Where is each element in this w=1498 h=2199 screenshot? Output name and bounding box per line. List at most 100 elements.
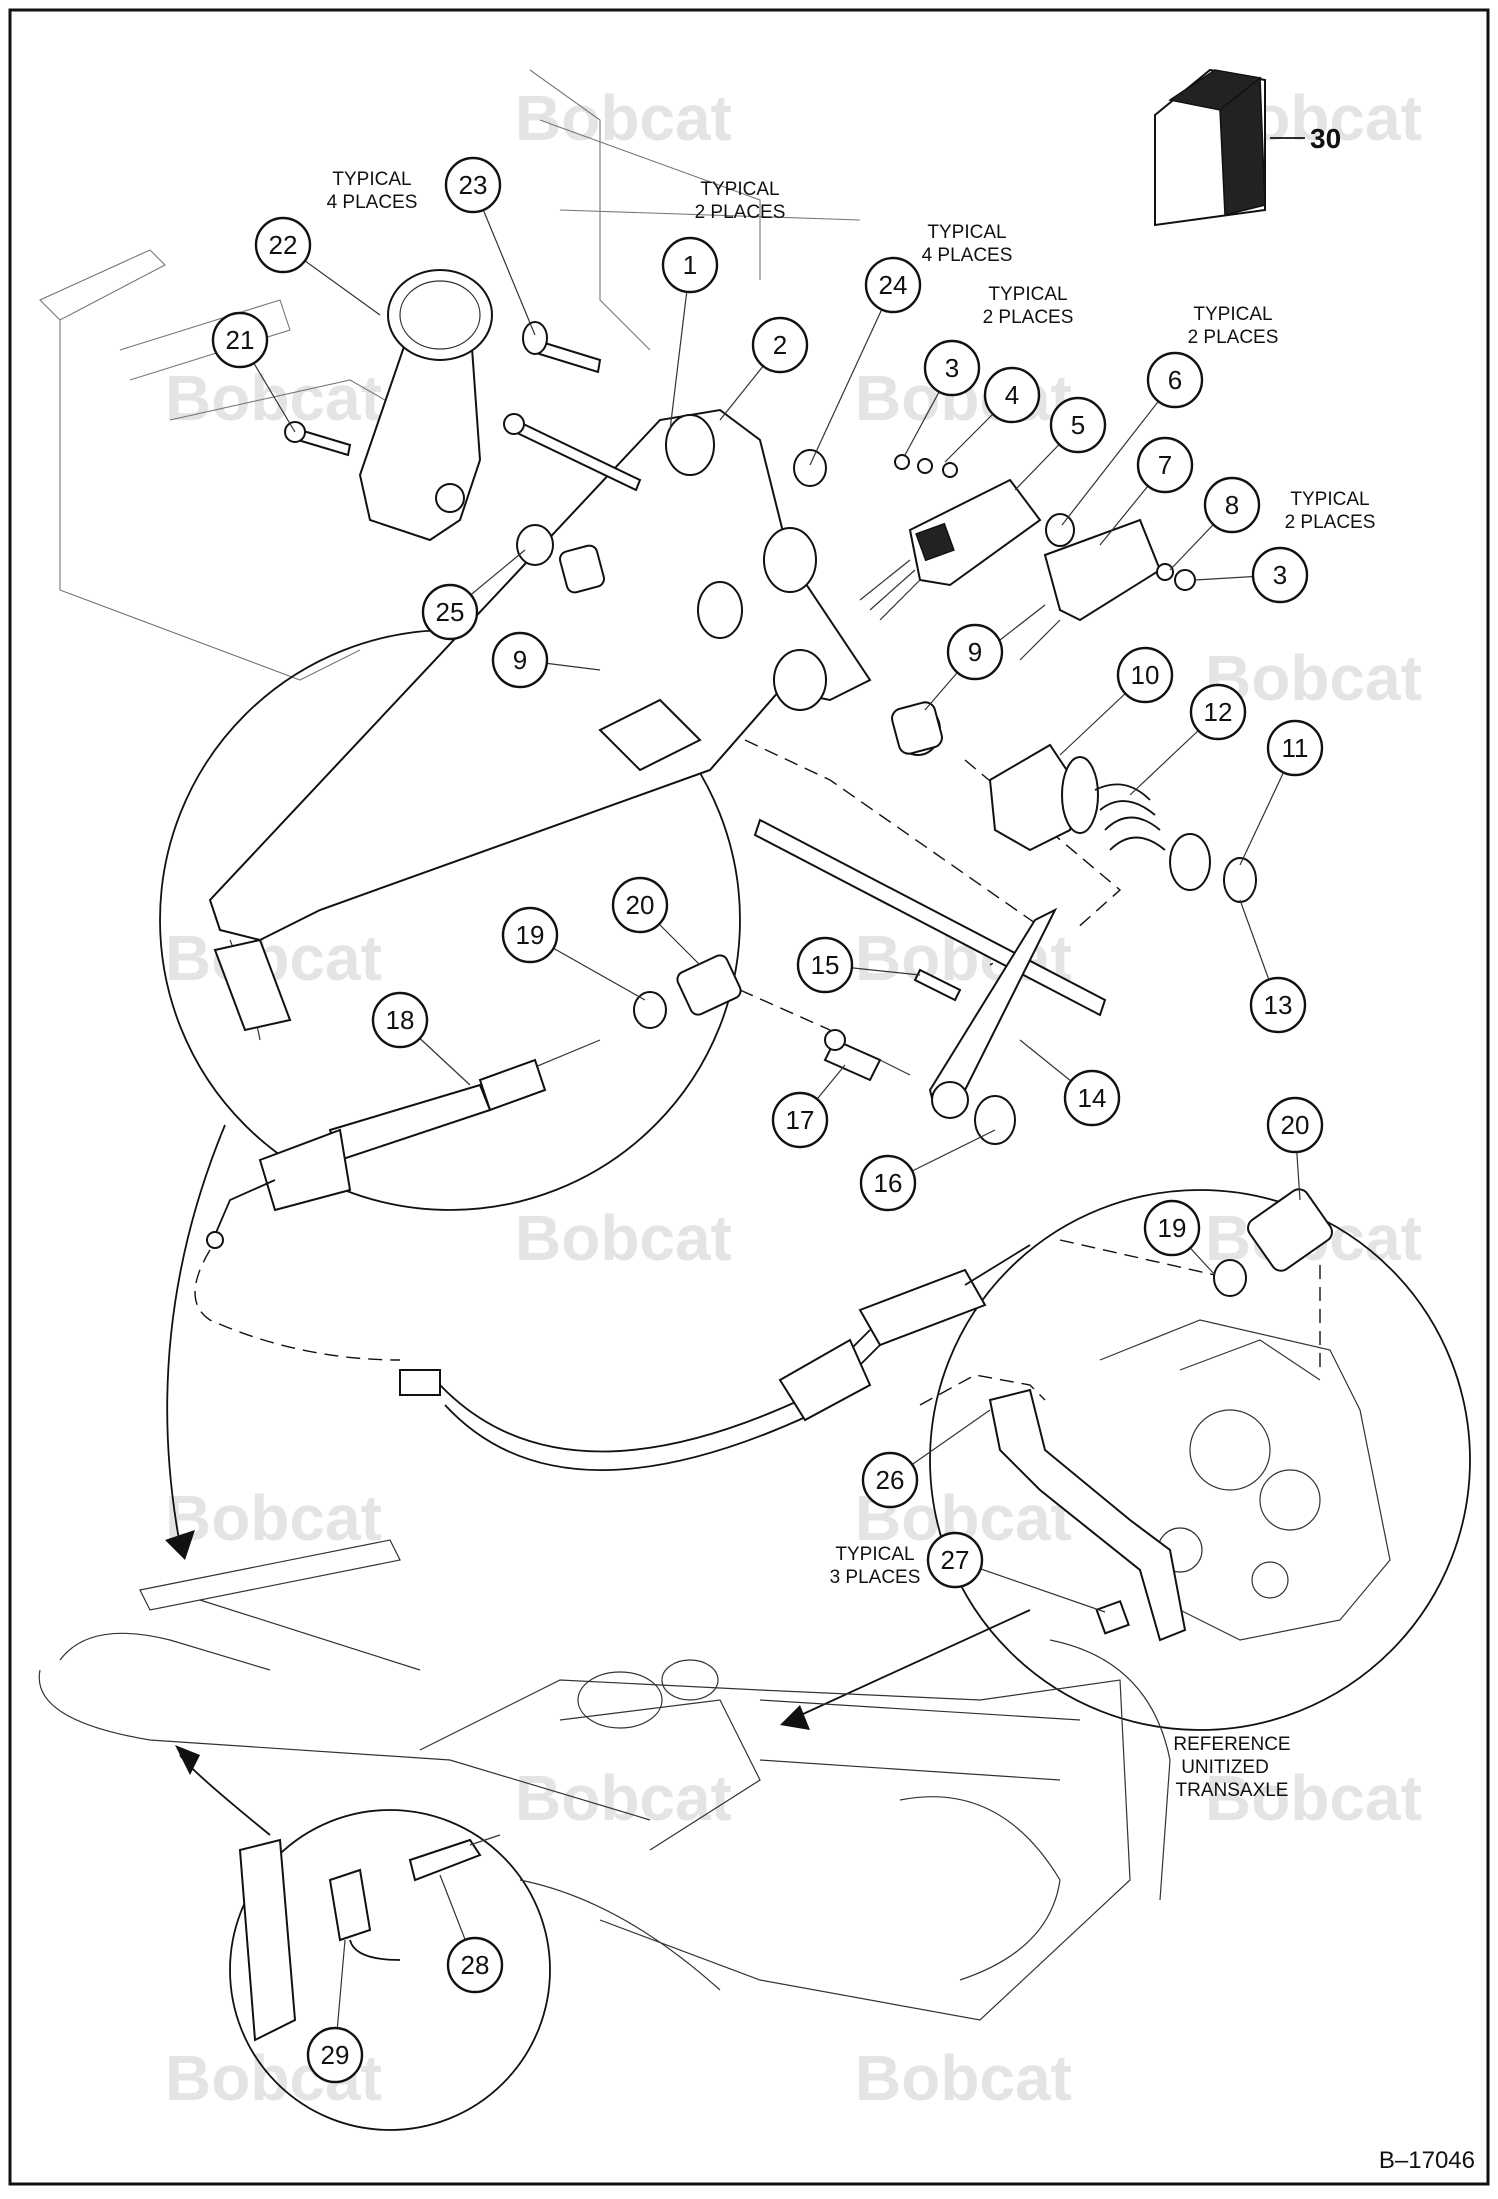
callout-circle (1136, 436, 1194, 494)
explode-leader (744, 739, 1047, 966)
document-number: B–17046 (1379, 2147, 1475, 2174)
callout-2: 2 (751, 316, 809, 374)
callout-circle (661, 236, 719, 294)
callout-circle (371, 991, 429, 1049)
callout-10: 10 (1116, 646, 1174, 704)
callout-19: 19 (501, 906, 559, 964)
callout-circle (1266, 1096, 1324, 1154)
parts-kit-box: 30 (1154, 68, 1341, 227)
callout-17: 17 (771, 1091, 829, 1149)
callout-3: 3 (1251, 546, 1309, 604)
callout-circle (1251, 546, 1309, 604)
callout-number: 10 (1131, 660, 1160, 690)
note-line: TYPICAL (700, 179, 779, 200)
micro-switches (859, 454, 1196, 661)
reference-line: TRANSAXLE (1176, 1780, 1289, 1801)
note-line: 3 PLACES (830, 1567, 921, 1588)
routing-arrow (166, 1124, 226, 1546)
bushing (633, 991, 667, 1029)
callout-16: 16 (859, 1154, 917, 1212)
callout-number: 8 (1225, 490, 1239, 520)
chassis-outline (38, 1539, 1171, 2021)
callout-9: 9 (491, 631, 549, 689)
callout-circle (1063, 1069, 1121, 1127)
callout-circle (926, 1531, 984, 1589)
page-border (8, 8, 1490, 2186)
callout-5: 5 (1049, 396, 1107, 454)
callout-28: 28 (446, 1936, 504, 1994)
watermark-text: Bobcat (855, 2042, 1072, 2114)
callout-number: 5 (1071, 410, 1085, 440)
callout-number: 27 (941, 1545, 970, 1575)
callout-13: 13 (1249, 976, 1307, 1034)
cable-clip-detail (238, 1834, 501, 2042)
explode-leader (1059, 1239, 1321, 1370)
callout-circle (751, 316, 809, 374)
callout-21: 21 (211, 311, 269, 369)
note-line: 2 PLACES (1188, 327, 1279, 348)
shaft-and-lever (753, 818, 1107, 1145)
callout-circle (491, 631, 549, 689)
note-line: TYPICAL (835, 1544, 914, 1565)
note-line: TYPICAL (927, 222, 1006, 243)
callout-circle (1049, 396, 1107, 454)
callout-number: 17 (786, 1105, 815, 1135)
pedal-pad (358, 269, 493, 542)
callout-number: 3 (945, 353, 959, 383)
callout-circle (211, 311, 269, 369)
transaxle-detail (1099, 1319, 1391, 1641)
callout-leader (1061, 379, 1176, 526)
callout-number: 12 (1204, 697, 1233, 727)
explode-leader (919, 1374, 1046, 1406)
cable-routing-line (194, 1249, 401, 1361)
callout-number: 1 (683, 250, 697, 280)
callout-number: 2 (773, 330, 787, 360)
note-line: TYPICAL (988, 284, 1067, 305)
callout-number: 29 (321, 2040, 350, 2070)
callout-number: 11 (1282, 733, 1309, 763)
shift-cable (399, 1244, 1031, 1472)
callout-circle (306, 2026, 364, 2084)
bracket-bolt (1095, 1599, 1130, 1635)
callout-circle (946, 623, 1004, 681)
callout-number: 28 (461, 1950, 490, 1980)
callout-circle (771, 1091, 829, 1149)
callout-circle (1203, 476, 1261, 534)
callout-circle (861, 1451, 919, 1509)
callout-number: 26 (876, 1465, 905, 1495)
routing-arrow-head (175, 1745, 200, 1775)
cable-fitting (823, 1029, 911, 1082)
callout-12: 12 (1189, 683, 1247, 741)
callout-4: 4 (983, 366, 1041, 424)
cable-bracket (988, 1388, 1187, 1642)
callout-circle (421, 583, 479, 641)
note-line: 2 PLACES (1285, 512, 1376, 533)
note-line: TYPICAL (1290, 489, 1369, 510)
callout-26: 26 (861, 1451, 919, 1509)
callout-number: 20 (626, 890, 655, 920)
callout-number: 21 (226, 325, 255, 355)
callout-leader (809, 284, 894, 466)
reference-line: UNITIZED (1181, 1757, 1269, 1778)
callout-number: 4 (1005, 380, 1019, 410)
kit-label: 30 (1310, 123, 1341, 154)
note-line: TYPICAL (1193, 304, 1272, 325)
note-group: TYPICAL 4 PLACES TYPICAL 2 PLACES TYPICA… (327, 169, 1376, 1588)
callout-number: 6 (1168, 365, 1182, 395)
callout-circle (254, 216, 312, 274)
callout-circle (1189, 683, 1247, 741)
callout-number: 23 (459, 170, 488, 200)
transaxle-detail-circle (929, 1189, 1471, 1731)
routing-arrow-head (780, 1705, 810, 1730)
callout-circle (446, 1936, 504, 1994)
explode-leader (739, 989, 831, 1031)
callout-number: 19 (1158, 1213, 1187, 1243)
callout-8: 8 (1203, 476, 1261, 534)
routing-arrow-head (165, 1530, 195, 1560)
callout-number: 24 (879, 270, 908, 300)
fasteners (284, 321, 941, 756)
callout-19: 19 (1143, 1199, 1201, 1257)
callout-circle (1249, 976, 1307, 1034)
